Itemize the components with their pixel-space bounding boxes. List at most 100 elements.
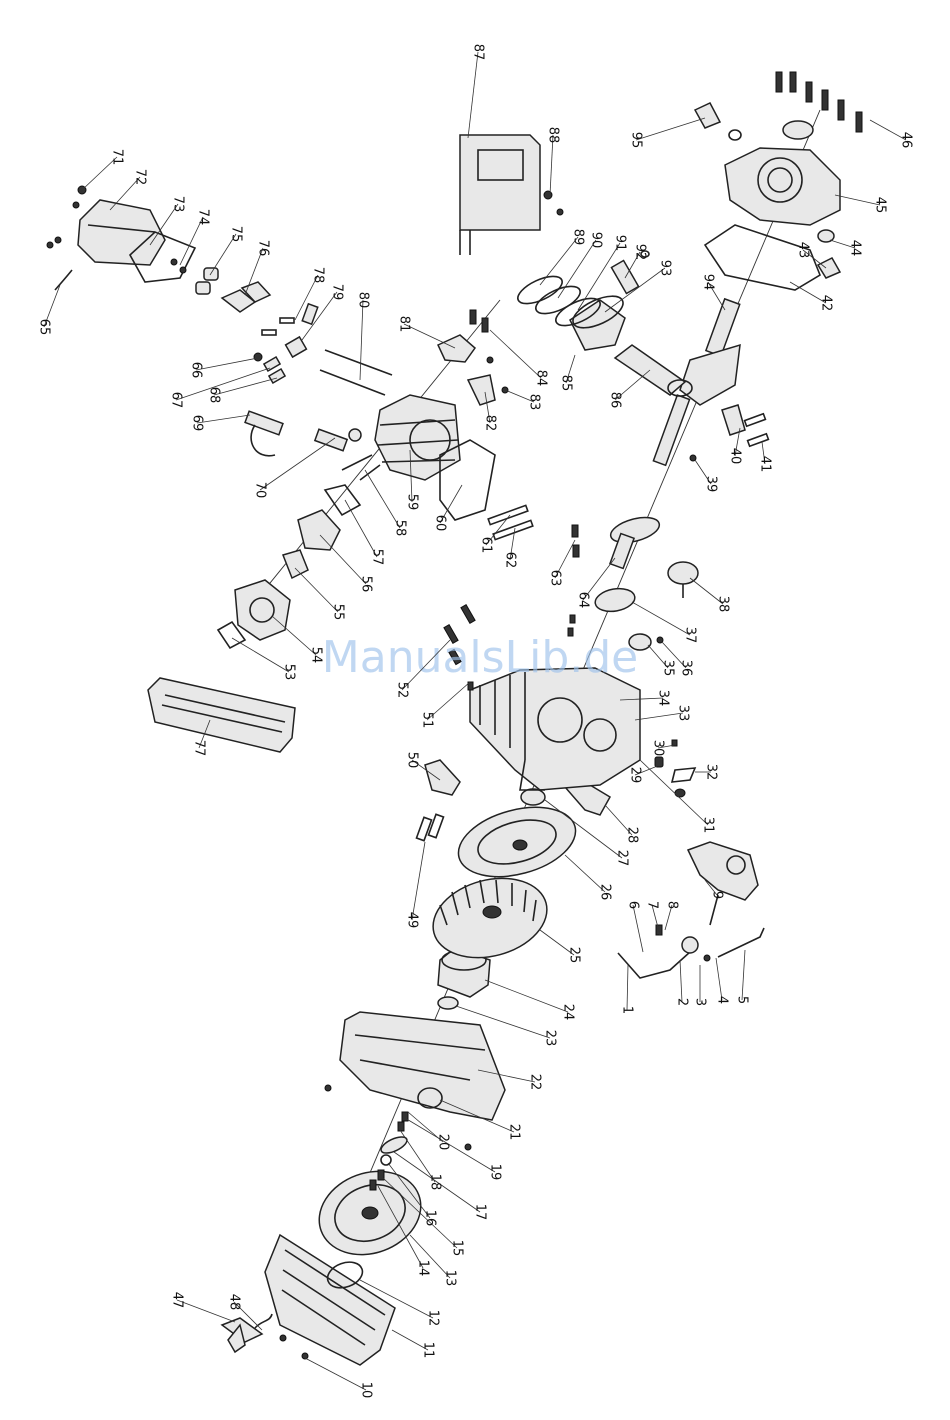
callout-22: 22 — [528, 1074, 543, 1091]
leader-line-47 — [177, 1300, 235, 1322]
callout-38: 38 — [716, 596, 731, 613]
callout-93: 93 — [658, 260, 673, 277]
callout-30: 30 — [651, 740, 666, 757]
callout-23: 23 — [543, 1030, 558, 1047]
oil-seal — [521, 789, 545, 805]
callout-4: 4 — [715, 996, 730, 1004]
callout-68: 68 — [207, 387, 222, 404]
leader-line-24 — [485, 980, 568, 1012]
callout-15: 15 — [450, 1240, 465, 1257]
callout-71: 71 — [110, 149, 125, 166]
intake-gasket — [325, 485, 360, 515]
callout-25: 25 — [567, 947, 582, 964]
callout-19: 19 — [488, 1164, 503, 1181]
breather-hose — [55, 270, 72, 290]
leader-line-93 — [605, 268, 665, 312]
callout-35: 35 — [661, 660, 676, 677]
governor-gear — [668, 562, 698, 598]
callout-34: 34 — [656, 690, 671, 707]
callout-5: 5 — [735, 996, 750, 1004]
leader-line-80 — [360, 300, 363, 380]
insulator — [283, 550, 308, 578]
push-rods — [320, 350, 392, 395]
callout-28: 28 — [625, 827, 640, 844]
callout-18: 18 — [428, 1174, 443, 1191]
fan-housing — [340, 1012, 505, 1120]
callout-80: 80 — [356, 292, 371, 309]
throttle-bracket — [688, 842, 758, 925]
leader-line-90 — [558, 240, 596, 298]
leader-line-4 — [716, 958, 722, 1000]
callout-44: 44 — [848, 240, 863, 257]
leader-line-87 — [468, 52, 478, 138]
callout-64: 64 — [576, 592, 591, 609]
rocker-assembly — [254, 304, 318, 383]
callout-52: 52 — [395, 682, 410, 699]
callout-73: 73 — [171, 196, 186, 213]
callout-79: 79 — [330, 284, 345, 301]
callout-49: 49 — [405, 912, 420, 929]
callout-14: 14 — [416, 1260, 431, 1277]
callout-32: 32 — [704, 764, 719, 781]
leader-line-37 — [632, 602, 690, 635]
rocker-plate — [222, 282, 270, 312]
intake-bracket — [298, 510, 340, 550]
breather-tube — [468, 375, 495, 405]
callout-66: 66 — [189, 362, 204, 379]
callout-24: 24 — [561, 1004, 576, 1021]
flywheel-nut — [438, 997, 458, 1009]
callout-31: 31 — [701, 817, 716, 834]
callout-3: 3 — [693, 998, 708, 1006]
callout-21: 21 — [507, 1124, 522, 1141]
callout-92: 92 — [633, 244, 648, 261]
oil-filler-cap — [695, 103, 741, 140]
callout-67: 67 — [169, 392, 184, 409]
muffler-nut — [544, 191, 552, 199]
callout-72: 72 — [133, 169, 148, 186]
callout-55: 55 — [331, 604, 346, 621]
callout-70: 70 — [253, 482, 268, 499]
callout-81: 81 — [397, 316, 412, 333]
callout-63: 63 — [548, 570, 563, 587]
callout-12: 12 — [426, 1310, 441, 1327]
spark-plug-cap — [245, 411, 283, 456]
callout-43: 43 — [796, 242, 811, 259]
leader-line-6 — [633, 905, 643, 952]
valves — [488, 505, 579, 557]
callout-33: 33 — [676, 705, 691, 722]
callout-86: 86 — [608, 392, 623, 409]
leader-line-84 — [490, 330, 541, 378]
throttle-lever — [618, 925, 764, 978]
callout-8: 8 — [665, 901, 680, 909]
valve-cover — [78, 200, 165, 265]
callout-50: 50 — [405, 752, 420, 769]
callout-69: 69 — [190, 415, 205, 432]
callout-82: 82 — [483, 415, 498, 432]
callout-29: 29 — [628, 767, 643, 784]
callout-2: 2 — [675, 998, 690, 1006]
callout-75: 75 — [229, 226, 244, 243]
callout-56: 56 — [359, 576, 374, 593]
recoil-starter-cover — [265, 1235, 395, 1365]
callout-61: 61 — [479, 537, 494, 554]
callout-46: 46 — [899, 132, 914, 149]
cylinder-head — [375, 395, 460, 480]
callout-17: 17 — [473, 1204, 488, 1221]
ignition-module — [416, 760, 460, 841]
callout-16: 16 — [423, 1210, 438, 1227]
callout-85: 85 — [559, 375, 574, 392]
callout-39: 39 — [704, 476, 719, 493]
watermark: ManualsLib.de — [322, 632, 638, 683]
magneto-ring — [451, 796, 583, 889]
callout-40: 40 — [728, 448, 743, 465]
callout-7: 7 — [645, 901, 660, 909]
callout-60: 60 — [433, 515, 448, 532]
callout-48: 48 — [227, 1294, 242, 1311]
flywheel — [424, 866, 556, 969]
callout-27: 27 — [615, 850, 630, 867]
leader-line-31 — [640, 760, 708, 825]
callout-6: 6 — [626, 901, 641, 909]
callout-77: 77 — [192, 740, 207, 757]
callout-88: 88 — [546, 127, 561, 144]
